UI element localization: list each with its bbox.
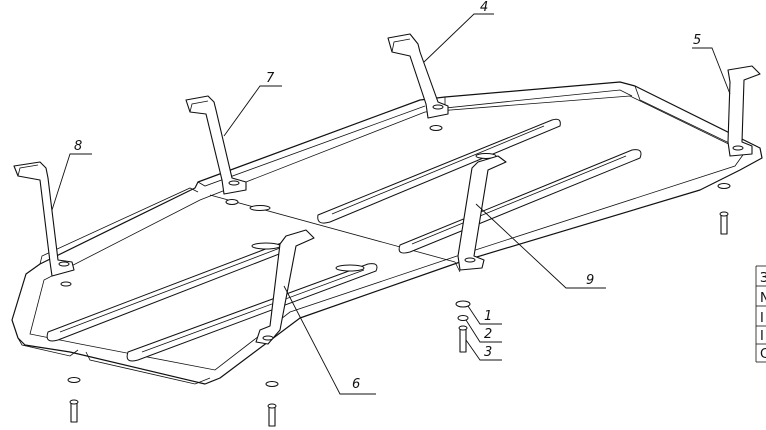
bracket-5 [727, 65, 761, 157]
bracket-9 [457, 155, 507, 271]
callout-5-label: 5 [693, 33, 701, 48]
callout-2-label: 2 [484, 327, 492, 342]
callout-6-label: 6 [352, 377, 360, 392]
callout-6: 6 [283, 285, 376, 395]
callout-7: 7 [223, 71, 282, 137]
callout-8-label: 8 [74, 139, 82, 154]
callout-5: 5 [692, 33, 731, 95]
callout-4: 4 [423, 0, 494, 63]
callout-2: 2 [465, 319, 502, 343]
fastener-set-1-2-3 [455, 300, 471, 353]
callout-7-label: 7 [266, 71, 275, 86]
callout-1: 1 [467, 305, 502, 325]
callout-3-label: 3 [484, 345, 492, 360]
fastener-set-front-left [67, 377, 81, 423]
bracket-7 [185, 95, 247, 195]
bracket-8 [13, 161, 75, 277]
table-cell-2: N [760, 291, 766, 306]
callout-9-label: 9 [586, 273, 594, 288]
table-cell-5: С [760, 347, 766, 362]
parts-table-fragment: З N I I С [755, 265, 766, 363]
callout-1-label: 1 [484, 309, 492, 324]
callout-3: 3 [465, 339, 502, 361]
table-cell-4: I [760, 329, 764, 344]
skid-plate [11, 81, 763, 385]
callout-4-label: 4 [480, 0, 488, 15]
fastener-set-front-mid [265, 381, 279, 427]
callout-9: 9 [475, 203, 606, 289]
bracket-4 [387, 33, 449, 119]
table-cell-1: З [760, 271, 766, 286]
callout-8: 8 [51, 139, 92, 211]
fastener-set-rear-right [717, 183, 731, 235]
slot-group [46, 118, 642, 362]
table-cell-3: I [760, 311, 764, 326]
